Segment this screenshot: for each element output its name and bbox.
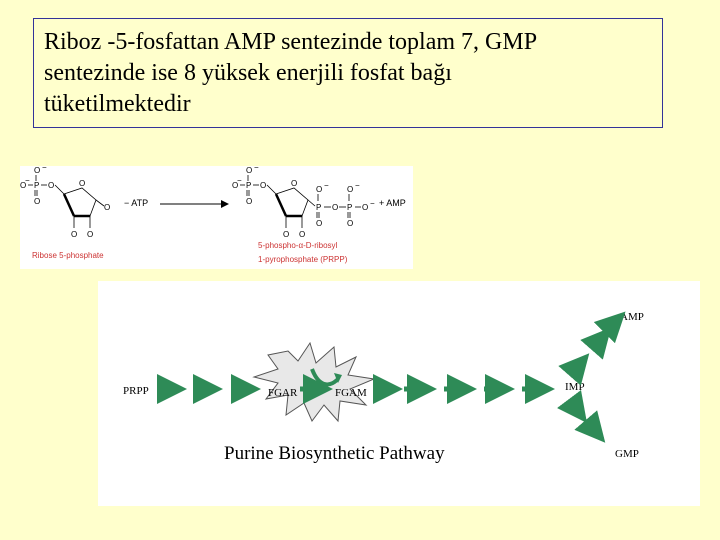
atom-o: O xyxy=(71,230,77,239)
purine-pathway-figure: PRPP FGAR FGAM IMP AMP GMP Purine Biosyn… xyxy=(98,281,700,506)
amp-arrow-1 xyxy=(558,353,590,386)
svg-text:−: − xyxy=(370,199,375,208)
gmp-arrow-2 xyxy=(574,410,606,443)
svg-text:O: O xyxy=(362,203,368,212)
svg-text:O: O xyxy=(347,185,353,194)
atom-o: O xyxy=(34,197,40,206)
atom-o: O xyxy=(20,181,26,190)
svg-text:O: O xyxy=(246,197,252,206)
charge: − xyxy=(42,166,47,172)
atom-p: P xyxy=(34,181,39,190)
prpp-reaction-figure: O − O − P O O O O O O xyxy=(20,163,413,269)
atom-o: O xyxy=(48,181,54,190)
svg-text:O: O xyxy=(232,181,238,190)
svg-text:O: O xyxy=(283,230,289,239)
enzyme-arrowhead xyxy=(334,373,342,383)
product-bonds xyxy=(240,175,361,228)
svg-text:P: P xyxy=(246,181,251,190)
pathway-svg: PRPP FGAR FGAM IMP AMP GMP Purine Biosyn… xyxy=(123,311,644,464)
svg-text:O: O xyxy=(332,203,338,212)
product-label-line2: 1-pyrophosphate (PRPP) xyxy=(258,255,348,264)
title-line-1: Riboz -5-fosfattan AMP sentezinde toplam… xyxy=(44,29,538,55)
imp-label: IMP xyxy=(565,381,585,393)
reactant-phosphate: O − O − P O O xyxy=(20,163,54,206)
enzyme-burst xyxy=(252,341,376,423)
svg-text:−: − xyxy=(254,166,259,172)
fgam-label: FGAM xyxy=(335,387,367,399)
atom-o: O xyxy=(34,166,40,175)
gmp-label: GMP xyxy=(615,448,639,460)
svg-text:O: O xyxy=(316,219,322,228)
svg-text:P: P xyxy=(316,203,321,212)
charge: − xyxy=(25,176,30,185)
reagent-atp: − ATP xyxy=(124,198,148,208)
amp-arrow-2 xyxy=(580,327,612,360)
title-box: Riboz -5-fosfattan AMP sentezinde toplam… xyxy=(33,18,663,128)
reactant-bonds xyxy=(28,175,105,228)
title-line-2: sentezinde ise 8 yüksek enerjili fosfat … xyxy=(44,60,452,86)
atom-o: O xyxy=(104,203,110,212)
svg-text:O: O xyxy=(246,166,252,175)
gmp-branch-arrows xyxy=(557,390,606,443)
reaction-svg: O − O − P O O O O O O xyxy=(20,163,406,264)
svg-text:O: O xyxy=(260,181,266,190)
svg-text:O: O xyxy=(347,219,353,228)
fgar-label: FGAR xyxy=(268,387,298,399)
svg-text:−: − xyxy=(324,181,329,190)
slide-title: Riboz -5-fosfattan AMP sentezinde toplam… xyxy=(44,27,652,120)
amp-branch-arrows xyxy=(558,311,626,386)
reactant-label: Ribose 5-phosphate xyxy=(32,251,104,260)
byproduct-amp: + AMP xyxy=(379,198,406,208)
gmp-arrow-1 xyxy=(557,390,587,423)
svg-text:O: O xyxy=(299,230,305,239)
pathway-title: Purine Biosynthetic Pathway xyxy=(224,443,445,464)
svg-text:O: O xyxy=(316,185,322,194)
atom-o: O xyxy=(87,230,93,239)
reactant-atoms: O O O O xyxy=(71,179,110,239)
ring-oxygen: O xyxy=(79,179,85,188)
svg-text:−: − xyxy=(355,181,360,190)
svg-text:P: P xyxy=(347,203,352,212)
amp-label: AMP xyxy=(620,311,644,323)
svg-text:O: O xyxy=(291,179,297,188)
title-line-3: tüketilmektedir xyxy=(44,91,191,117)
svg-text:−: − xyxy=(237,176,242,185)
prpp-label: PRPP xyxy=(123,385,149,397)
product-label-line1: 5-phospho-α-D-ribosyl xyxy=(258,241,338,250)
product-atoms: O − O − P O O O O O P O − O O P O − O O … xyxy=(232,163,375,239)
amp-arrow-3 xyxy=(593,311,626,344)
